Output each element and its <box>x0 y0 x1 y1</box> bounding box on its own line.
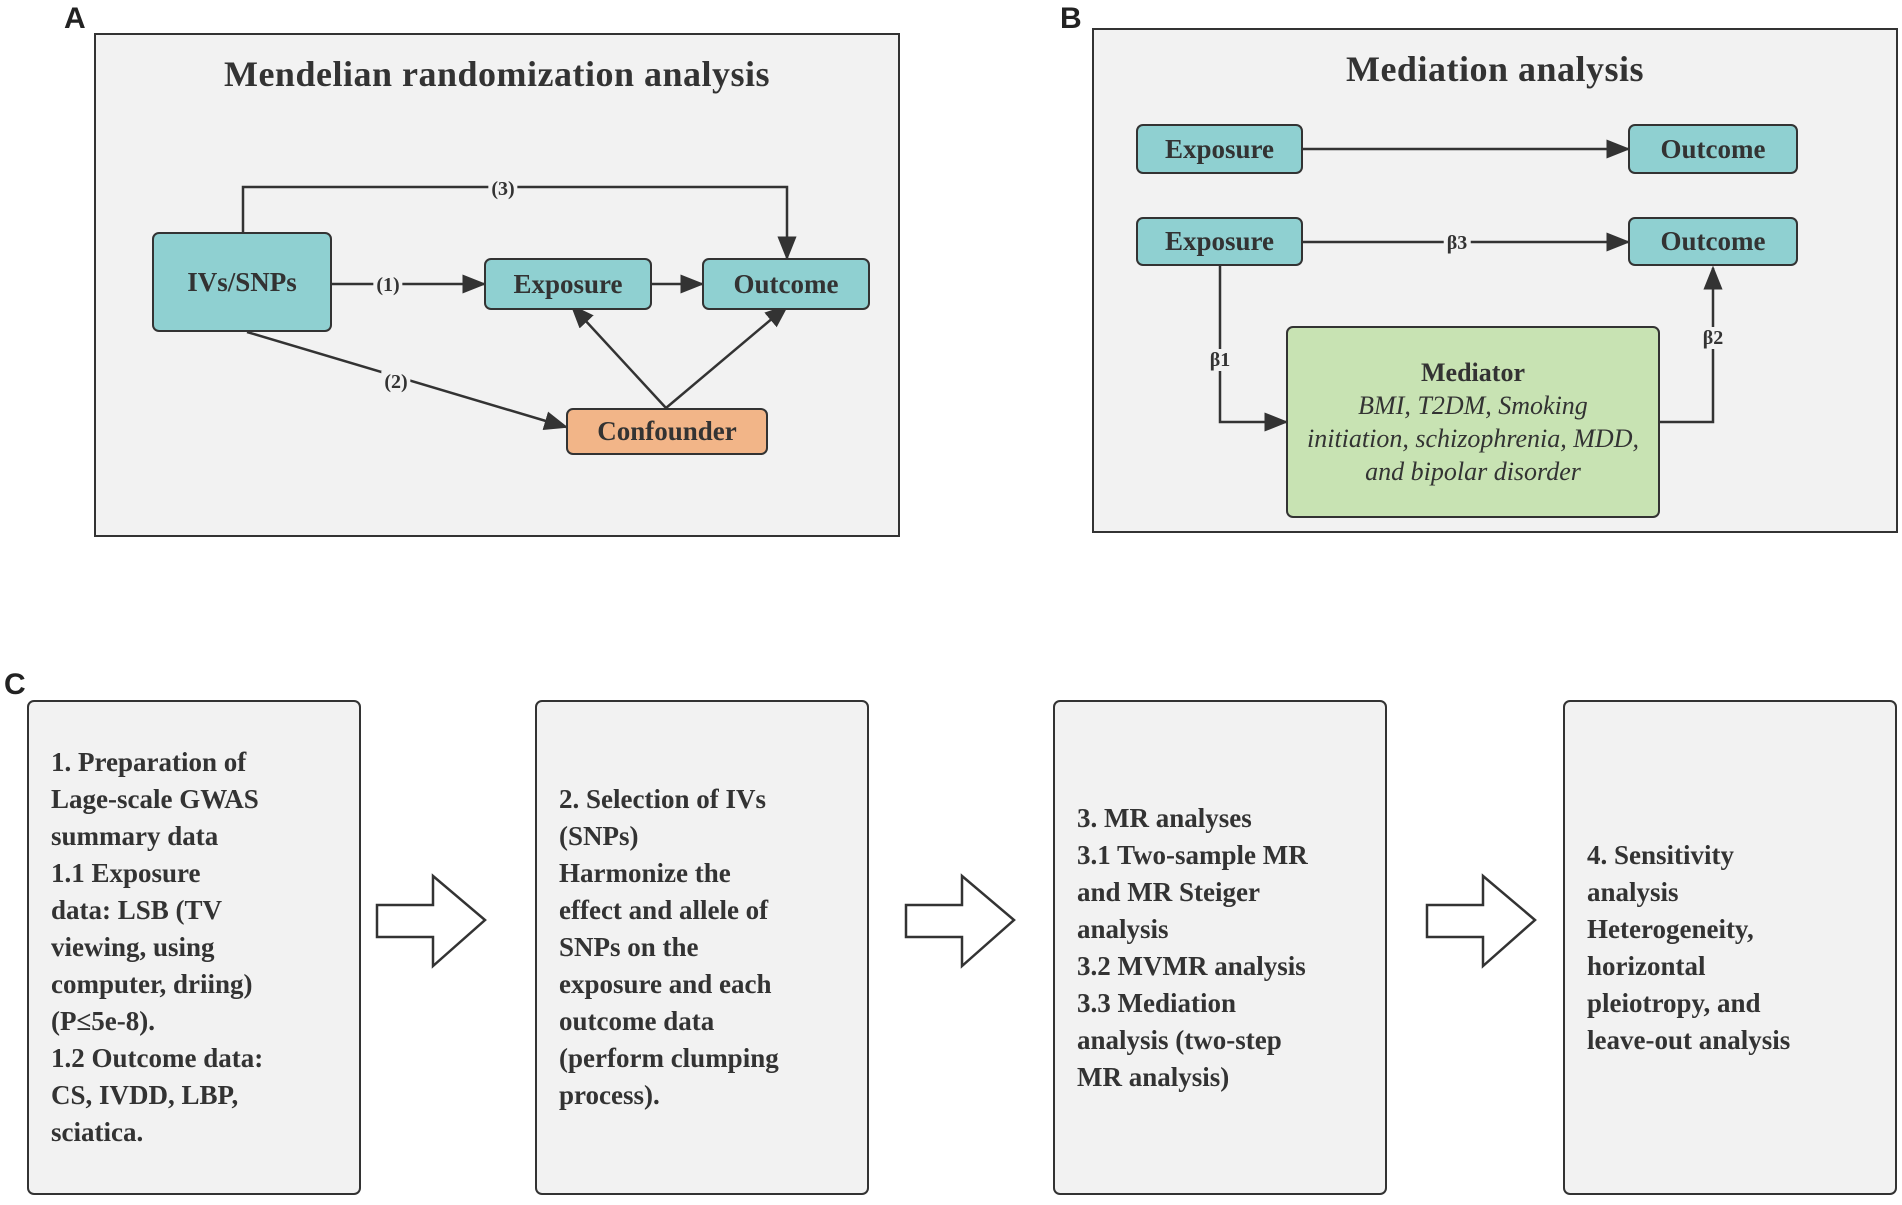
panel-b-letter: B <box>1060 2 1082 35</box>
node-b-exposure-top-label: Exposure <box>1164 133 1275 164</box>
node-b-outcome-top: Outcome <box>1628 124 1798 174</box>
step-2-text: 2. Selection of IVs (SNPs) Harmonize the… <box>559 784 779 1110</box>
edge-label-beta3: β3 <box>1443 232 1471 254</box>
node-mediator: Mediator BMI, T2DM, Smoking initiation, … <box>1286 326 1660 518</box>
edge-label-beta1: β1 <box>1206 349 1234 371</box>
block-arrow-3 <box>1425 873 1537 969</box>
edge-label-beta2: β2 <box>1699 327 1727 349</box>
node-a-outcome-label: Outcome <box>733 268 839 299</box>
step-3-text: 3. MR analyses 3.1 Two-sample MR and MR … <box>1077 802 1308 1092</box>
panel-a-letter: A <box>64 2 86 35</box>
node-confounder: Confounder <box>566 408 768 455</box>
panel-b-title: Mediation analysis <box>1345 49 1645 89</box>
node-b-outcome-bottom-label: Outcome <box>1660 226 1766 256</box>
step-box-4: 4. Sensitivity analysis Heterogeneity, h… <box>1563 700 1897 1195</box>
node-b-exposure-bottom-label: Exposure <box>1164 226 1275 256</box>
node-b-exposure-bottom: Exposure <box>1136 217 1303 266</box>
node-a-outcome: Outcome <box>702 258 870 310</box>
block-arrow-2 <box>904 873 1016 969</box>
step-box-2: 2. Selection of IVs (SNPs) Harmonize the… <box>535 700 869 1195</box>
step-box-3: 3. MR analyses 3.1 Two-sample MR and MR … <box>1053 700 1387 1195</box>
edge-label-3: (3) <box>488 178 518 200</box>
node-b-outcome-top-label: Outcome <box>1660 133 1766 164</box>
panel-c-letter: C <box>4 668 26 701</box>
panel-a-title: Mendelian randomization analysis <box>223 54 771 94</box>
node-b-exposure-top: Exposure <box>1136 124 1303 174</box>
step-box-1: 1. Preparation of Lage-scale GWAS summar… <box>27 700 361 1195</box>
edge-label-1: (1) <box>373 274 403 296</box>
edge-label-2: (2) <box>381 371 411 393</box>
block-arrow-1 <box>375 873 487 969</box>
node-confounder-label: Confounder <box>597 416 737 446</box>
mediator-title: Mediator <box>1421 358 1525 387</box>
node-b-outcome-bottom: Outcome <box>1628 217 1798 266</box>
step-1-text: 1. Preparation of Lage-scale GWAS summar… <box>51 747 264 1147</box>
step-4-text: 4. Sensitivity analysis Heterogeneity, h… <box>1587 839 1791 1055</box>
node-ivs-snps-label: IVs/SNPs <box>187 266 297 297</box>
node-a-exposure-label: Exposure <box>513 268 623 299</box>
node-a-exposure: Exposure <box>484 258 652 310</box>
node-ivs-snps: IVs/SNPs <box>152 232 332 332</box>
mediator-list: BMI, T2DM, Smoking initiation, schizophr… <box>1307 391 1639 486</box>
